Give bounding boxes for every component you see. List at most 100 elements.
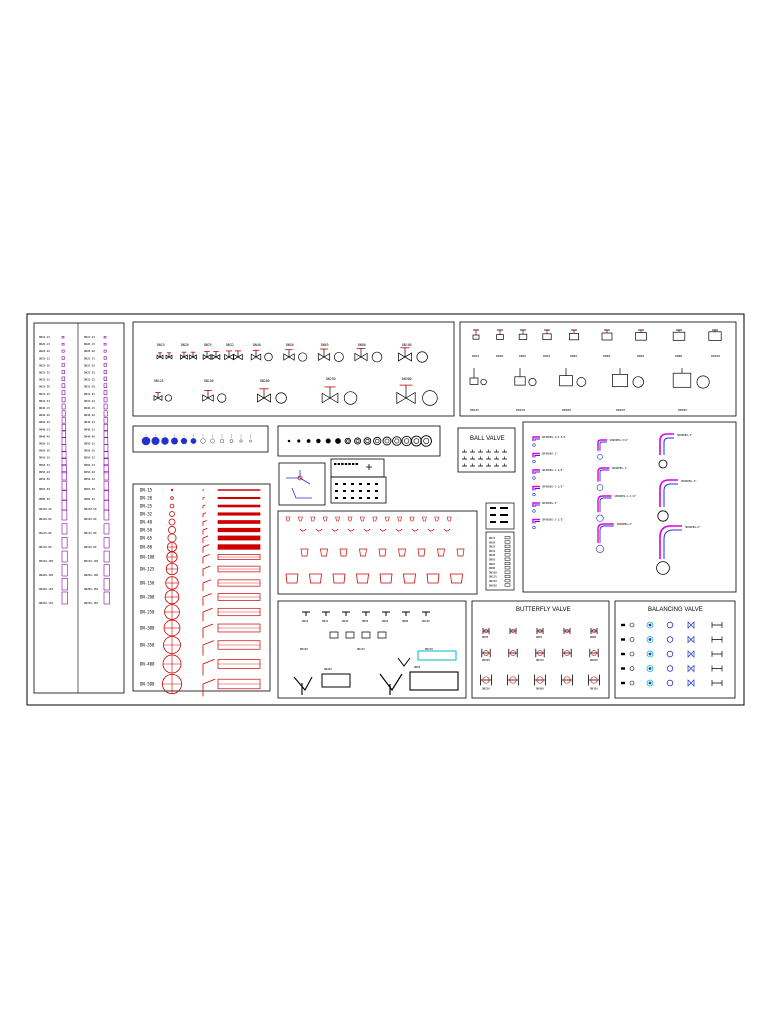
detail-dot <box>348 463 351 465</box>
reducer-label-b: DN50-15 <box>84 442 95 446</box>
pipe-size-label: DN-200 <box>140 595 155 600</box>
tee-body <box>345 631 355 639</box>
butterfly-size-label: DN65 <box>536 635 543 639</box>
pipe-elbow-symbol <box>202 607 213 622</box>
valve-body <box>153 394 163 402</box>
detail-box-3-frame <box>330 476 387 504</box>
reducer-large <box>426 573 440 584</box>
balancing-marker <box>621 638 625 641</box>
balancing-valve-alt <box>666 665 674 672</box>
reducer-label-a: DN25-15 <box>39 356 50 360</box>
reducer-symbol-b <box>103 471 109 481</box>
reducer-label-a: DN150-80 <box>39 545 52 549</box>
reducer-symbol-a <box>61 336 65 339</box>
butterfly-valve-symbol <box>480 674 492 686</box>
reducer-symbol-b <box>103 523 110 535</box>
tee-size-label: DN100 <box>300 647 308 651</box>
reducer-symbol-b <box>103 480 109 491</box>
flange-symbol <box>410 435 422 447</box>
butterfly-disc <box>591 628 597 634</box>
reducer-label-b: DN200-150 <box>84 587 98 591</box>
valve-wheel-icon <box>298 352 308 362</box>
reducer-label-b: DN40-20 <box>84 413 95 417</box>
balancing-marker <box>621 681 625 685</box>
gate-valve-size-label: DN80 <box>358 343 366 347</box>
flange-symbol <box>373 436 382 446</box>
bend-label: SR45DEG-1" <box>542 452 558 456</box>
gate-valve-size-label: DN100 <box>402 343 412 347</box>
bend-end-view <box>532 525 536 530</box>
pipe-elbow-symbol <box>202 678 216 697</box>
balancing-valve-core <box>648 623 652 627</box>
large-elbow-symbol-inner <box>663 483 678 507</box>
union-symbol <box>417 650 457 661</box>
butterfly-size-label: DN80 <box>590 635 597 639</box>
reducer-label-b: DN50-40 <box>84 470 95 474</box>
detail-dot <box>341 463 344 465</box>
globe-valve-body <box>472 334 480 340</box>
gate-valve-size-label: DN250 <box>326 377 336 381</box>
bend-symbol <box>532 469 540 474</box>
pipe-run-symbol <box>217 489 261 491</box>
flange-bore <box>384 438 390 444</box>
valve-body <box>250 353 262 361</box>
butterfly-valve-frame <box>471 600 610 699</box>
pipe-section-symbol <box>170 496 174 500</box>
pipe-elbow-symbol <box>202 544 210 553</box>
gate-valve-size-label: DN50 <box>286 343 294 347</box>
globe-valve-wheel-icon <box>632 376 644 388</box>
pipe-size-label: DN-250 <box>140 610 155 615</box>
butterfly-disc <box>536 676 544 684</box>
pipe-section-symbol <box>168 526 176 534</box>
butterfly-disc <box>537 628 543 634</box>
reducer-mid <box>320 548 328 557</box>
reducer-table-frame <box>33 322 125 694</box>
reducer-symbol-a <box>61 550 68 563</box>
butterfly-valve-symbol <box>481 648 491 658</box>
reducer-label-b: DN50-25 <box>84 456 95 460</box>
detail-dot <box>375 497 378 499</box>
balancing-valve-symbols <box>621 621 723 687</box>
butterfly-valve-title: BUTTERFLY VALVE <box>516 607 571 613</box>
strainer-symbol <box>151 436 160 446</box>
globe-valve-body <box>542 333 552 341</box>
strainer-symbol <box>171 437 178 445</box>
elbow-end-view <box>597 453 603 460</box>
bend-symbol-inner <box>534 438 540 441</box>
pipe-run-symbol <box>217 544 261 550</box>
globe-valve-body <box>514 376 526 386</box>
balancing-marker <box>621 652 625 656</box>
pipe-elbow-symbol <box>202 535 209 544</box>
pipe-size-label: DN-150 <box>140 581 155 586</box>
elbow-label: SR90DEG-1" <box>612 466 628 470</box>
reducer-symbol-b <box>103 363 107 367</box>
detail-dot <box>337 463 340 465</box>
tee-symbol <box>382 611 390 616</box>
elbow-end-view <box>596 514 604 522</box>
valve-wheel-icon <box>217 393 227 403</box>
butterfly-disc <box>591 650 597 656</box>
wye-small <box>397 657 411 667</box>
reducer-label-b: DN65-50 <box>84 487 95 491</box>
reducer-symbol-b <box>103 369 107 374</box>
large-elbow-symbol-inner <box>663 437 674 455</box>
reducer-symbol-a <box>61 509 68 521</box>
pipe-size-label: DN-400 <box>140 662 155 667</box>
gate-valve-size-label: DN40 <box>253 343 261 347</box>
reducer-symbol-b <box>103 509 110 521</box>
bend-symbol-inner <box>534 504 540 507</box>
reducer-symbol-b <box>103 490 109 501</box>
reducer-small <box>446 516 452 522</box>
reducer-label-b: DN150-100 <box>84 559 98 563</box>
reducer-symbol-b <box>103 457 109 467</box>
reducer-mid <box>359 548 367 557</box>
valve-wheel-icon <box>422 390 438 406</box>
legend-size-label: DN40 <box>489 553 496 557</box>
reducer-label-a: DN32-32 <box>39 399 50 403</box>
valve-body <box>202 394 214 402</box>
gate-valve-size-label: DN200 <box>260 379 270 383</box>
pipe-size-label: DN-65 <box>140 536 153 541</box>
reducer-label-b: DN32-20 <box>84 385 95 389</box>
elbow-end-view <box>596 484 604 491</box>
